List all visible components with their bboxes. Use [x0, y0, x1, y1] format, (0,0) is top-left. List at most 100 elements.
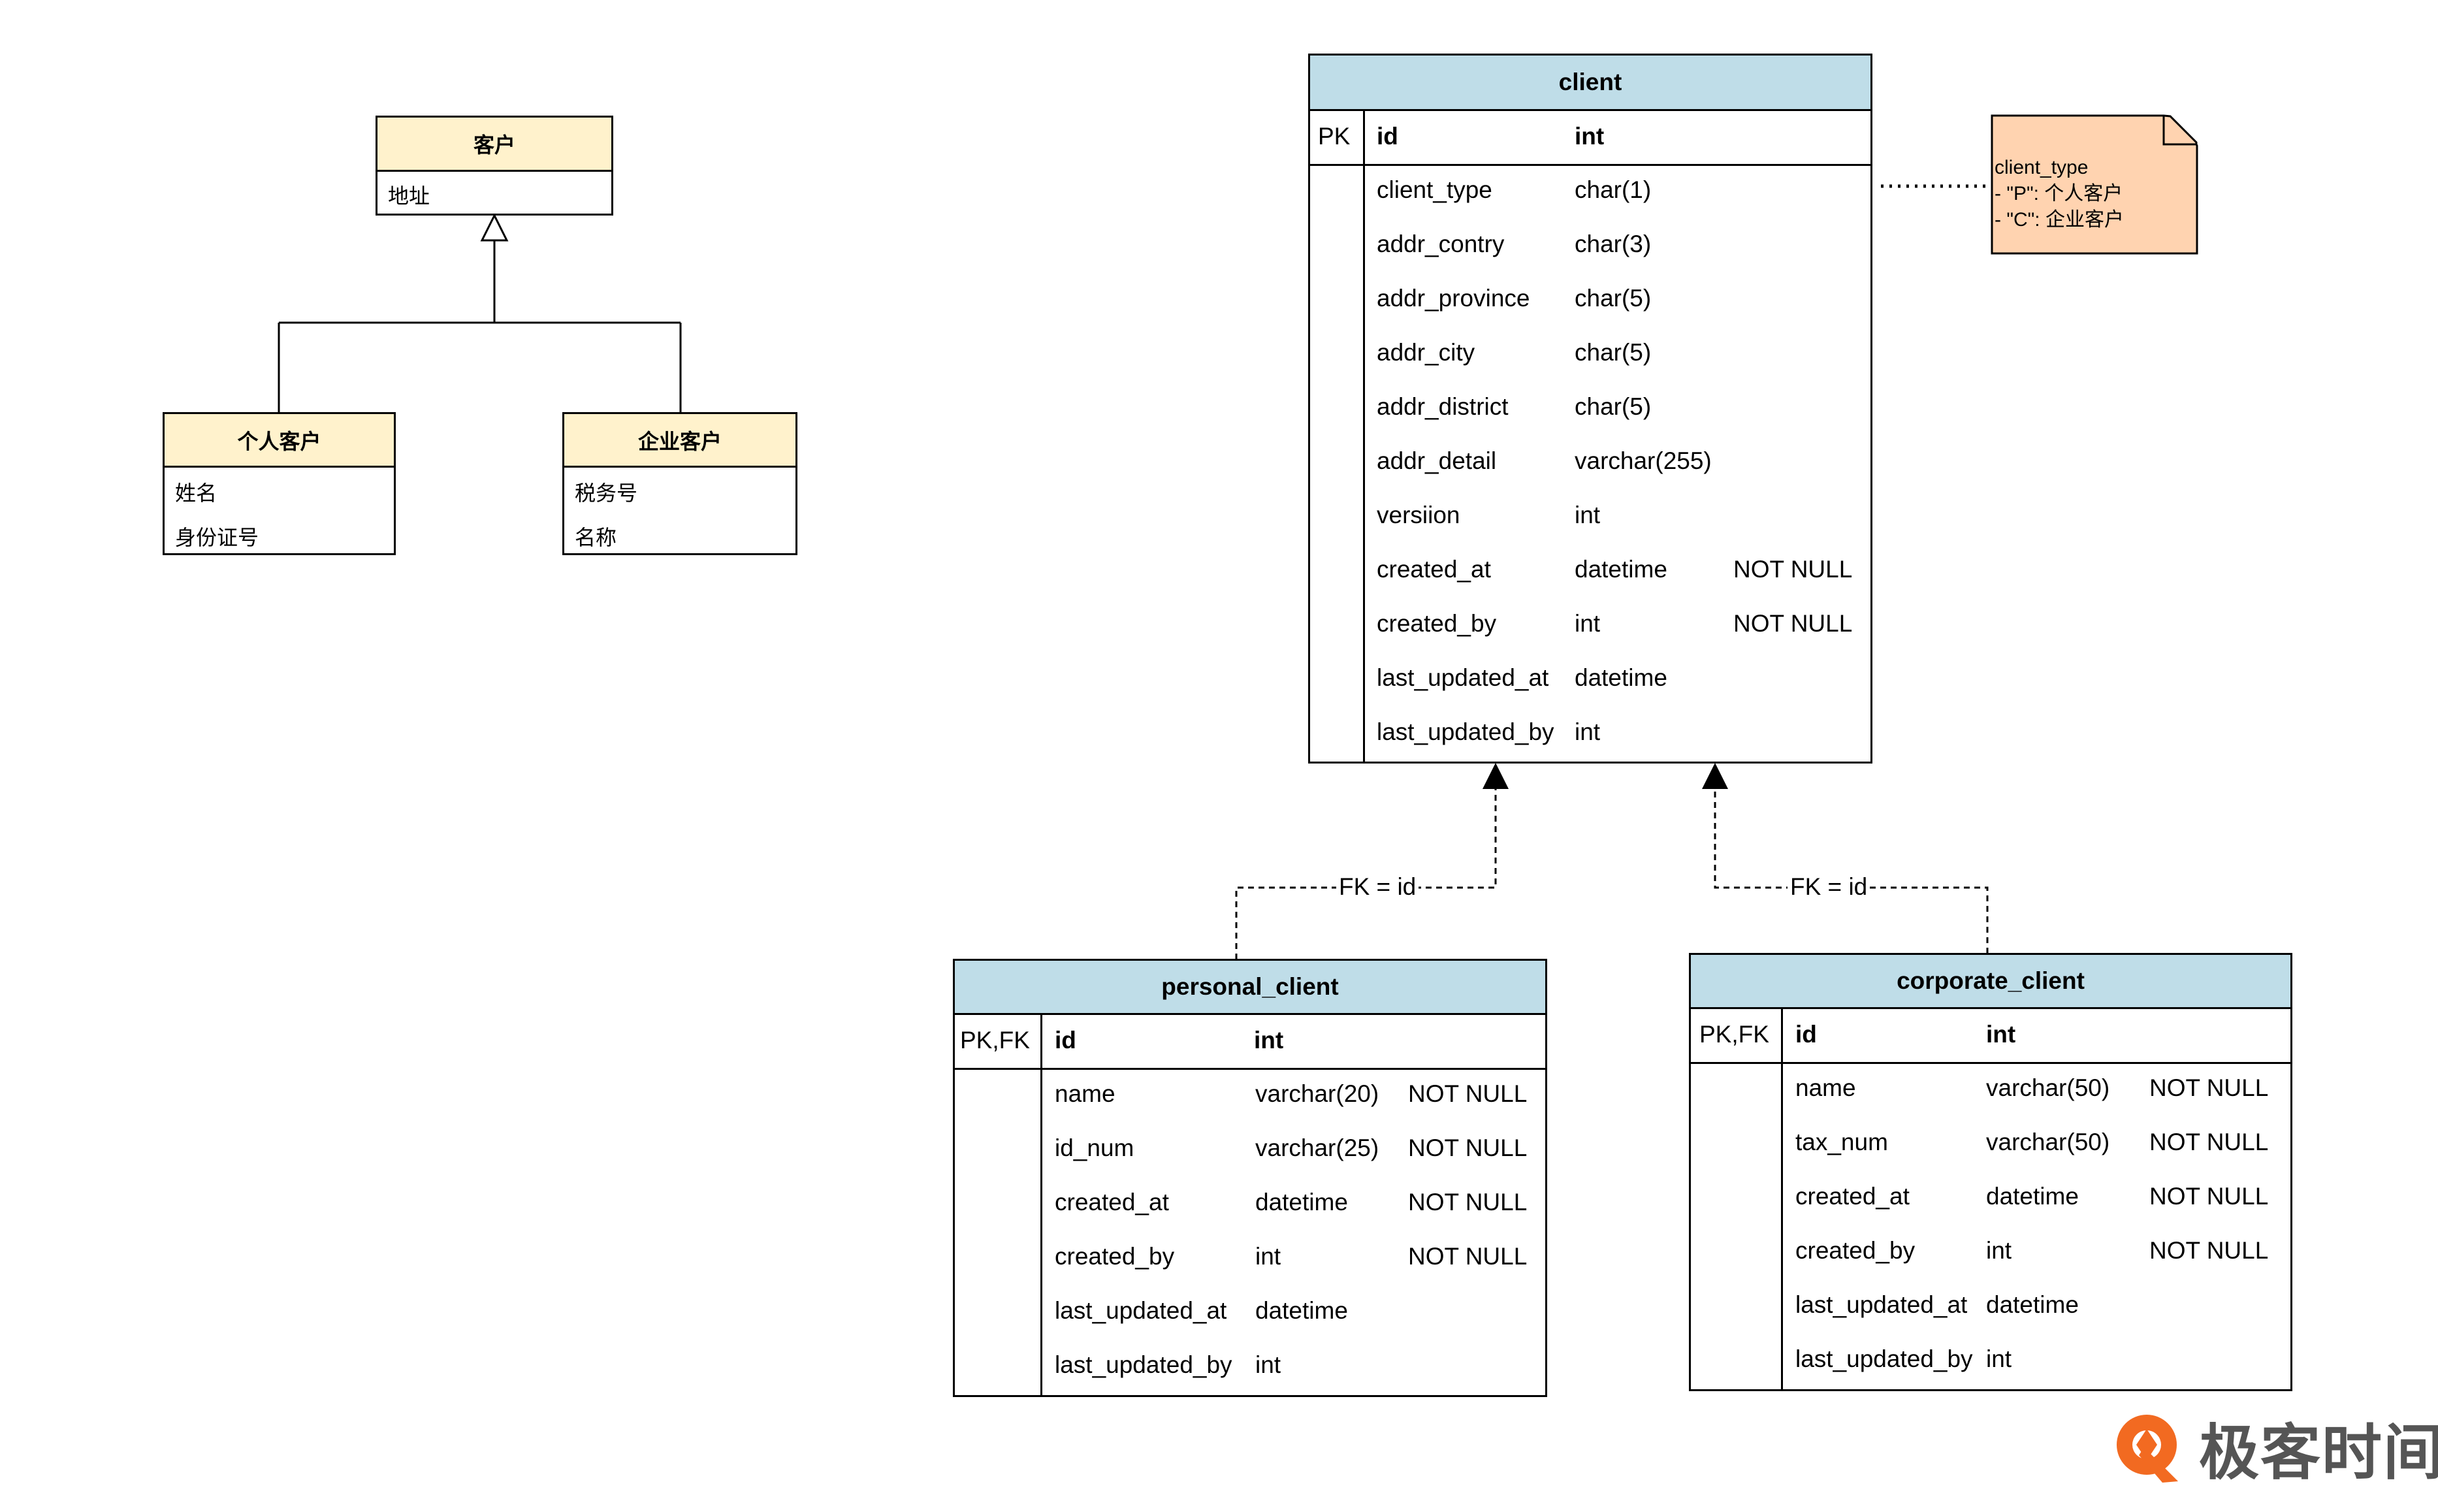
uml-attr-id-number: 身份证号: [175, 526, 259, 549]
note-line-p: - "P": 个人客户: [1995, 183, 2123, 204]
column-type: datetime: [1575, 664, 1667, 691]
column-name: client_type: [1377, 176, 1492, 203]
uml-class-title: 个人客户: [165, 414, 394, 468]
column-constraint: NOT NULL: [1733, 556, 1853, 583]
column-type: int: [1986, 1237, 2012, 1264]
column-type: int: [1255, 1243, 1281, 1270]
key-column-divider: [1363, 111, 1365, 762]
column-name: last_updated_at: [1055, 1297, 1227, 1324]
uml-attr-tax-number: 税务号: [575, 481, 638, 505]
pk-column-name: id: [1377, 123, 1398, 150]
column-name: addr_province: [1377, 285, 1530, 312]
pk-key: PK: [1318, 123, 1351, 150]
column-type: datetime: [1255, 1297, 1348, 1324]
column-constraint: NOT NULL: [1408, 1080, 1528, 1107]
personal-fk-label: FK = id: [1336, 873, 1419, 901]
column-name: last_updated_by: [1377, 718, 1554, 745]
column-type: varchar(255): [1575, 447, 1712, 474]
column-type: char(1): [1575, 176, 1652, 203]
column-name: last_updated_by: [1055, 1351, 1232, 1378]
column-type: datetime: [1986, 1291, 2079, 1318]
column-name: created_at: [1377, 556, 1491, 583]
column-name: last_updated_by: [1795, 1345, 1973, 1372]
column-name: addr_detail: [1377, 447, 1497, 474]
geektime-logo: 极客时间: [2113, 1404, 2438, 1491]
pk-key: PK,FK: [1699, 1021, 1769, 1048]
table-title: corporate_client: [1691, 955, 2290, 1009]
column-name: tax_num: [1795, 1129, 1888, 1155]
column-type: datetime: [1986, 1183, 2079, 1210]
geektime-logo-text: 极客时间: [2199, 1420, 2438, 1487]
column-constraint: NOT NULL: [1408, 1189, 1528, 1215]
column-name: last_updated_at: [1377, 664, 1549, 691]
column-type: varchar(50): [1986, 1074, 2110, 1101]
corporate-fk-line: [1714, 788, 1989, 954]
column-name: created_by: [1055, 1243, 1175, 1270]
column-name: created_at: [1795, 1183, 1910, 1210]
column-name: created_at: [1055, 1189, 1169, 1215]
column-type: char(3): [1575, 231, 1652, 257]
table-personal-client: personal_client PK,FK id int name varchar…: [953, 959, 1547, 1397]
uml-attr-company-name: 名称: [575, 526, 617, 549]
column-type: int: [1255, 1351, 1281, 1378]
key-column-divider: [1040, 1015, 1042, 1395]
column-type: int: [1575, 718, 1601, 745]
column-name: versiion: [1377, 502, 1460, 528]
uml-attr-name: 姓名: [175, 481, 217, 505]
column-constraint: NOT NULL: [1408, 1134, 1528, 1161]
pk-row: PK,FK id int: [1691, 1009, 2290, 1064]
uml-class-title: 客户: [377, 118, 611, 172]
table-title: client: [1310, 56, 1870, 111]
client-type-note: client_type - "P": 个人客户 - "C": 企业客户: [1995, 155, 2124, 233]
pk-row: PK id int: [1310, 111, 1870, 166]
table-client: client PK id int client_type char(1) addr_…: [1308, 54, 1872, 764]
personal-fk-arrow-icon: [1483, 763, 1509, 789]
uml-class-customer: 客户 地址: [376, 116, 613, 216]
column-name: last_updated_at: [1795, 1291, 1968, 1318]
column-type: int: [1575, 502, 1601, 528]
column-type: varchar(25): [1255, 1134, 1379, 1161]
column-name: name: [1795, 1074, 1856, 1101]
column-constraint: NOT NULL: [2149, 1237, 2269, 1264]
column-constraint: NOT NULL: [2149, 1183, 2269, 1210]
column-type: int: [1986, 1345, 2012, 1372]
pk-column-type: int: [1575, 123, 1605, 150]
pk-column-name: id: [1795, 1021, 1817, 1048]
corporate-fk-arrow-icon: [1702, 763, 1728, 789]
column-type: int: [1575, 610, 1601, 637]
pk-column-name: id: [1055, 1027, 1076, 1054]
key-column-divider: [1781, 1009, 1783, 1389]
pk-column-type: int: [1254, 1027, 1284, 1054]
column-name: id_num: [1055, 1134, 1134, 1161]
geektime-logo-icon: [2117, 1414, 2178, 1483]
pk-row: PK,FK id int: [955, 1015, 1545, 1070]
column-constraint: NOT NULL: [2149, 1129, 2269, 1155]
column-type: varchar(20): [1255, 1080, 1379, 1107]
table-title: personal_client: [955, 961, 1545, 1015]
column-name: addr_city: [1377, 339, 1475, 366]
column-name: created_by: [1795, 1237, 1916, 1264]
note-fold-icon: [2162, 116, 2197, 146]
table-corporate-client: corporate_client PK,FK id int name varcha…: [1689, 953, 2292, 1391]
column-type: char(5): [1575, 393, 1652, 420]
column-name: name: [1055, 1080, 1115, 1107]
uml-class-personal-customer: 个人客户 姓名 身份证号: [163, 412, 396, 555]
column-name: created_by: [1377, 610, 1497, 637]
note-line-c: - "C": 企业客户: [1995, 209, 2124, 231]
column-type: char(5): [1575, 285, 1652, 312]
note-line-title: client_type: [1995, 157, 2089, 178]
column-name: addr_district: [1377, 393, 1509, 420]
uml-class-title: 企业客户: [564, 414, 795, 468]
corporate-fk-label: FK = id: [1788, 873, 1870, 901]
uml-class-corporate-customer: 企业客户 税务号 名称: [562, 412, 797, 555]
column-type: char(5): [1575, 339, 1652, 366]
column-type: datetime: [1255, 1189, 1348, 1215]
generalization-arrow-icon: [480, 213, 509, 242]
column-type: varchar(50): [1986, 1129, 2110, 1155]
column-constraint: NOT NULL: [1408, 1243, 1528, 1270]
pk-key: PK,FK: [960, 1027, 1030, 1054]
column-constraint: NOT NULL: [2149, 1074, 2269, 1101]
pk-column-type: int: [1986, 1021, 2016, 1048]
column-name: addr_contry: [1377, 231, 1505, 257]
